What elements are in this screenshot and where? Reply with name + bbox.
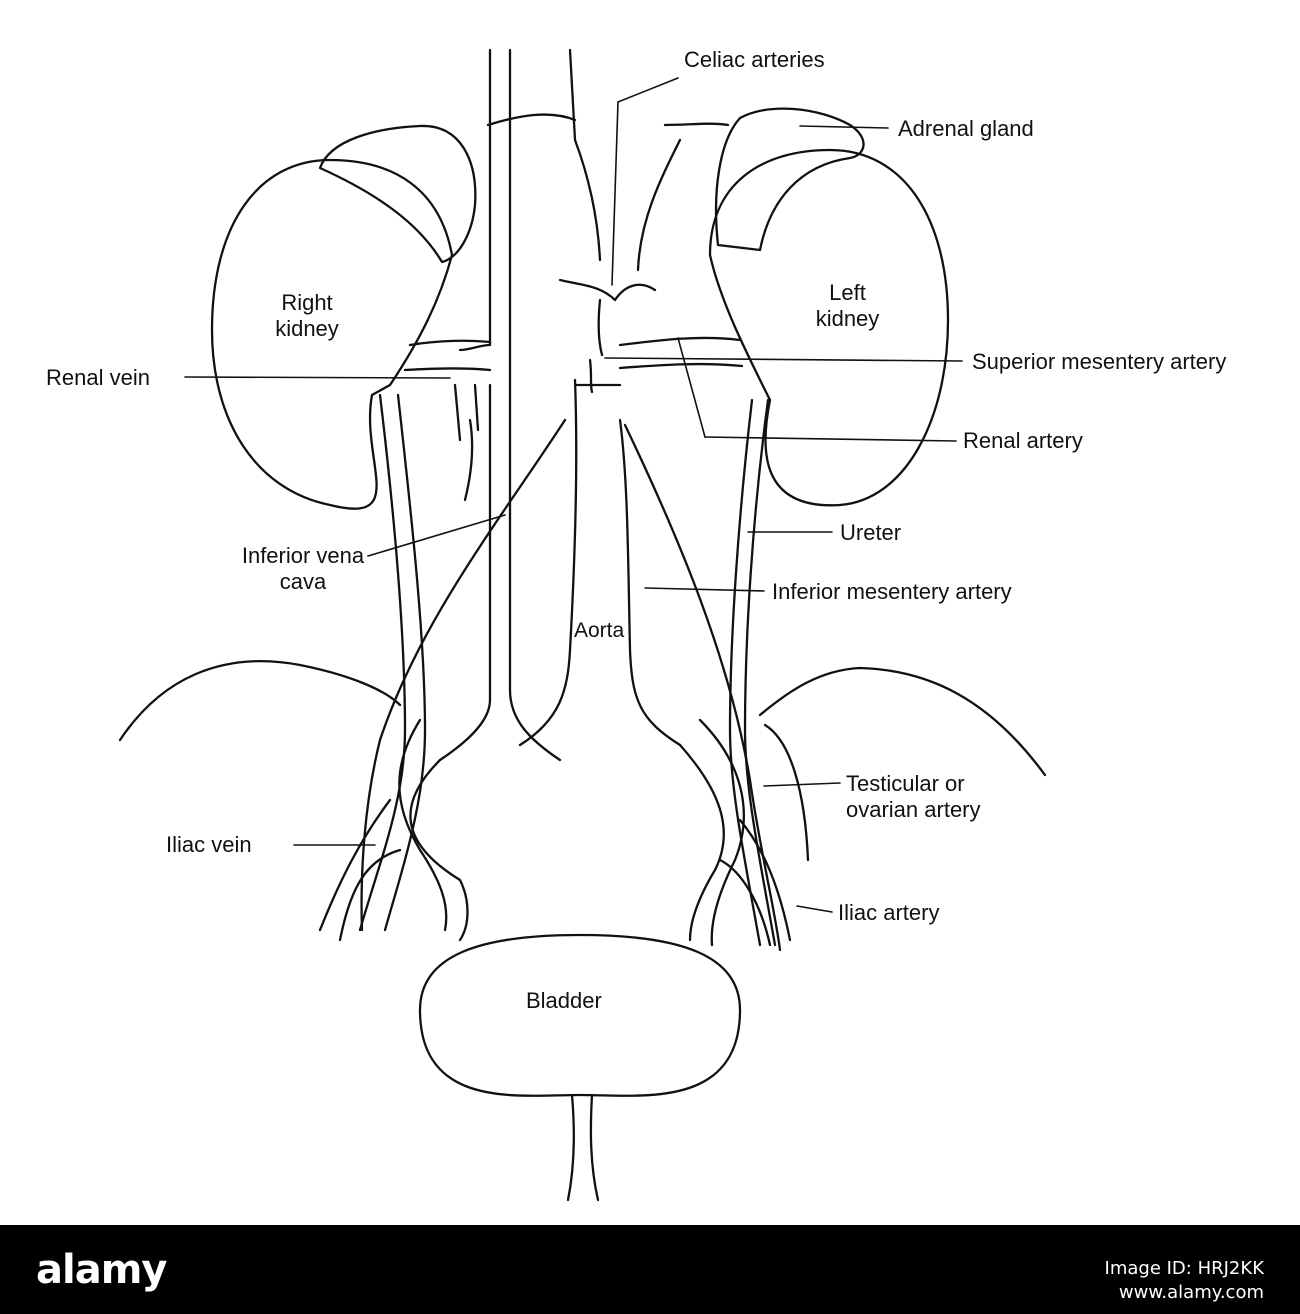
label-testicular-or-ovarian-artery: Testicular or ovarian artery bbox=[846, 771, 981, 823]
leader-superior-mesentery bbox=[604, 357, 963, 362]
left-iliac-loop bbox=[763, 723, 810, 862]
label-iliac-vein: Iliac vein bbox=[166, 832, 252, 857]
left-adrenal-gland-shape bbox=[714, 107, 865, 252]
urinary-system-diagram bbox=[118, 48, 1047, 1202]
leader-renal-artery bbox=[704, 436, 957, 442]
label-superior-mesentery-artery: Superior mesentery artery bbox=[972, 349, 1227, 374]
label-ureter: Ureter bbox=[840, 520, 902, 545]
celiac-trunk-shape bbox=[558, 278, 657, 394]
leader-renal-vein bbox=[184, 376, 451, 379]
leader-adrenal bbox=[799, 125, 889, 129]
aorta-shape bbox=[518, 378, 682, 747]
left-gonadal-artery bbox=[623, 423, 782, 952]
right-adrenal-gland-shape bbox=[318, 124, 477, 264]
leader-celiac-drop bbox=[611, 101, 619, 286]
label-bladder: Bladder bbox=[526, 988, 602, 1013]
leader-iliac-artery bbox=[796, 905, 833, 913]
label-inferior-mesentery-artery: Inferior mesentery artery bbox=[772, 579, 1012, 604]
right-kidney-shape bbox=[210, 158, 454, 510]
site-url: www.alamy.com bbox=[1118, 1282, 1264, 1303]
label-renal-vein: Renal vein bbox=[46, 365, 150, 390]
vena-cava-shape bbox=[438, 48, 562, 762]
label-renal-artery: Renal artery bbox=[963, 428, 1083, 453]
leader-celiac bbox=[617, 77, 679, 103]
label-adrenal-gland: Adrenal gland bbox=[898, 116, 1034, 141]
image-id: Image ID: HRJ2KK bbox=[1104, 1258, 1264, 1279]
label-celiac-arteries: Celiac arteries bbox=[684, 47, 825, 72]
leader-vena-cava bbox=[367, 514, 506, 557]
right-pelvis-shape bbox=[118, 660, 402, 742]
label-left-kidney: Left kidney bbox=[815, 280, 880, 332]
upper-vessels bbox=[486, 48, 730, 272]
left-kidney-shape bbox=[708, 148, 950, 507]
alamy-logo: alamy bbox=[36, 1247, 167, 1293]
left-ureter-shape bbox=[728, 398, 777, 947]
right-ureter-shape bbox=[358, 393, 427, 932]
leader-inferior-mesentery bbox=[644, 587, 765, 592]
label-right-kidney: Right kidney bbox=[275, 290, 339, 342]
right-gonadal-artery bbox=[360, 418, 567, 932]
label-aorta: Aorta bbox=[574, 619, 625, 642]
left-pelvis-shape bbox=[758, 666, 1047, 777]
bladder-shape bbox=[418, 933, 742, 1097]
left-iliac-vessels bbox=[678, 718, 792, 947]
label-iliac-artery: Iliac artery bbox=[838, 900, 940, 925]
right-iliac-vessels bbox=[318, 718, 469, 942]
label-inferior-vena-cava: Inferior vena cava bbox=[241, 543, 365, 595]
leader-renal-artery-up bbox=[677, 337, 706, 438]
watermark-footer bbox=[0, 1225, 1300, 1314]
leader-testicular bbox=[763, 782, 841, 787]
renal-vessels bbox=[403, 336, 744, 502]
urethra-shape bbox=[566, 1093, 600, 1202]
